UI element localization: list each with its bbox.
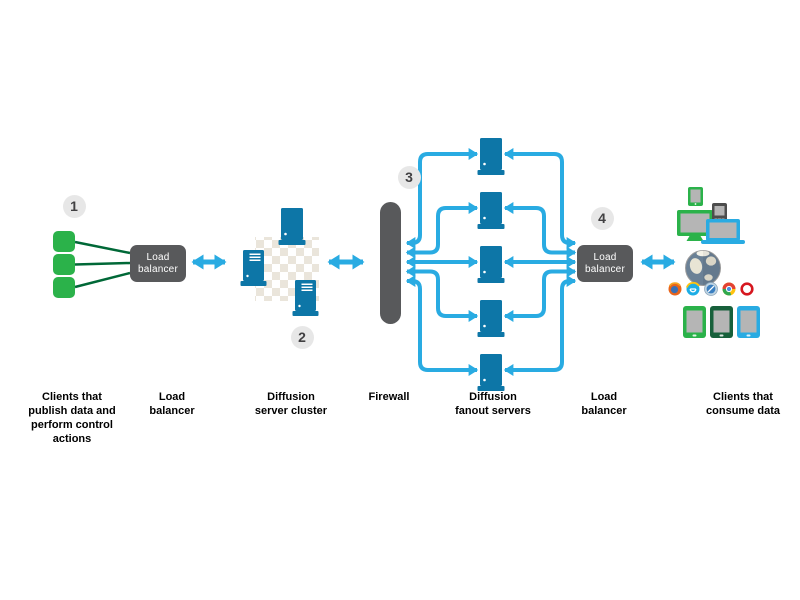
fanout-servers-group bbox=[477, 138, 505, 391]
caption-load-balancer-right: Load balancer bbox=[581, 391, 627, 417]
monitor-icon bbox=[677, 210, 713, 241]
publish-clients-group bbox=[53, 231, 131, 298]
laptop-icon bbox=[701, 219, 745, 244]
consume-clients-group bbox=[668, 187, 760, 338]
caption-fanout-servers: Diffusion fanout servers bbox=[455, 391, 531, 417]
firewall-fanout-links bbox=[405, 148, 479, 376]
chrome-icon bbox=[722, 282, 736, 296]
safari-icon bbox=[704, 282, 718, 296]
smartphone-blue-icon bbox=[737, 306, 760, 338]
caption-firewall: Firewall bbox=[368, 391, 410, 403]
fanout-server-icon bbox=[477, 300, 505, 337]
caption-consume-clients: Clients that consume data bbox=[706, 391, 780, 417]
fanout-server-icon bbox=[477, 138, 505, 175]
smartphone-darkgreen-icon bbox=[710, 306, 733, 338]
caption-load-balancer-left: Load balancer bbox=[149, 391, 195, 417]
opera-icon bbox=[740, 282, 754, 296]
internet-explorer-icon bbox=[685, 281, 700, 296]
cluster-server-icon bbox=[240, 250, 267, 286]
smartphone-green-icon bbox=[683, 306, 706, 338]
step-badge-2: 2 bbox=[290, 325, 314, 349]
load-balancer-left-label: Load balancer bbox=[138, 251, 178, 275]
firefox-icon bbox=[668, 282, 682, 296]
step-badge-3: 3 bbox=[397, 165, 421, 189]
load-balancer-left-box bbox=[130, 245, 186, 282]
load-balancer-right-box bbox=[577, 245, 633, 282]
publish-link-2 bbox=[74, 261, 131, 266]
publish-client-icon bbox=[53, 231, 75, 252]
load-balancer-right-label: Load balancer bbox=[585, 251, 625, 275]
step-badge-4: 4 bbox=[590, 206, 614, 230]
globe-icon bbox=[685, 250, 721, 286]
caption-publish-clients: Clients that publish data and perform co… bbox=[28, 391, 116, 445]
cluster-server-icon bbox=[278, 208, 306, 245]
server-cluster-group bbox=[240, 208, 319, 316]
tablet-icon bbox=[688, 187, 703, 206]
fanout-server-icon bbox=[477, 354, 505, 391]
fanout-server-icon bbox=[477, 192, 505, 229]
fanout-loadbalancer-links bbox=[503, 148, 577, 376]
publish-client-icon bbox=[53, 277, 75, 298]
publish-link-3 bbox=[74, 271, 131, 289]
cluster-server-icon bbox=[292, 280, 319, 316]
caption-server-cluster: Diffusion server cluster bbox=[254, 391, 328, 417]
firewall-icon bbox=[380, 202, 401, 324]
fanout-server-icon bbox=[477, 246, 505, 283]
publish-link-1 bbox=[74, 240, 131, 255]
browser-icons-row bbox=[668, 281, 754, 296]
publish-client-icon bbox=[53, 254, 75, 275]
step-badge-1: 1 bbox=[62, 194, 86, 218]
